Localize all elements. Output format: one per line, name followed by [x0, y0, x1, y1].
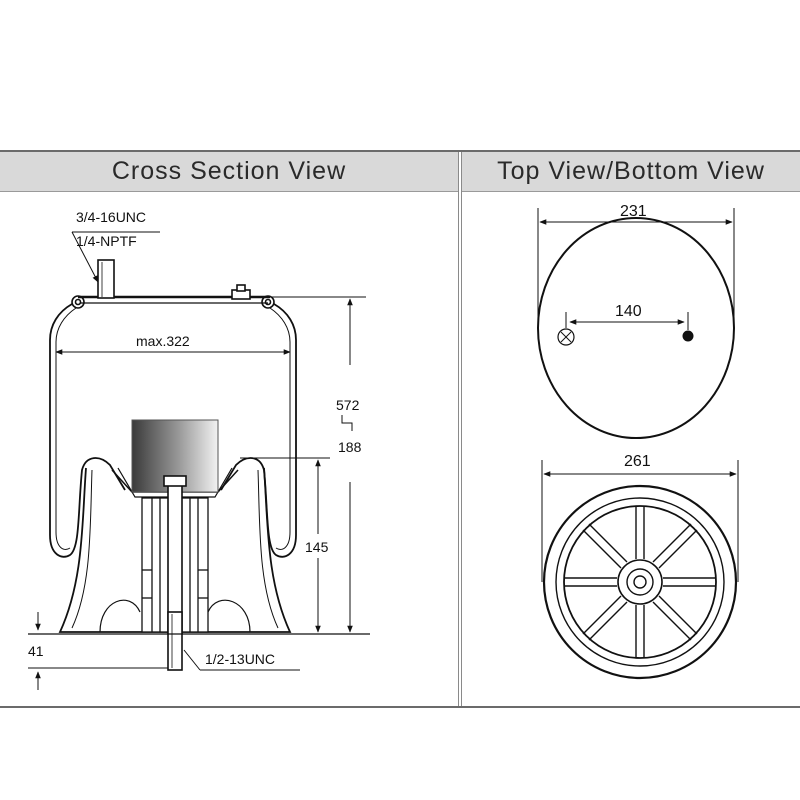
air-port-marker: [557, 328, 575, 346]
thread-top-a-label: 3/4-16UNC: [76, 209, 146, 225]
thread-bottom-label: 1/2-13UNC: [205, 651, 275, 667]
max-width-label: max.322: [136, 333, 190, 349]
cross-section-drawing: [28, 259, 370, 671]
drawing-frame: [0, 150, 800, 708]
bottom-hub: [617, 559, 663, 605]
cross-section-title: Cross Section View: [0, 152, 458, 192]
cross-section-dimensions: [28, 231, 366, 690]
piston-base-arcs: [99, 599, 251, 633]
height-max-label: 572: [336, 397, 360, 413]
cross-section-labels: 3/4-16UNC 1/4-NPTF max.322 572 188 145 4…: [28, 209, 362, 667]
hole-spacing-label: 140: [615, 303, 642, 320]
top-view-drawing: [537, 208, 735, 439]
top-bottom-view-title: Top View/Bottom View: [462, 152, 800, 192]
top-stud: [231, 284, 251, 300]
bottom-diameter-label: 261: [624, 453, 651, 470]
panel-divider: [458, 152, 462, 706]
bottom-view-drawing: [541, 460, 739, 680]
bottom-spokes: [565, 507, 715, 657]
stud-hole-marker: [682, 330, 694, 342]
air-fitting: [97, 259, 115, 299]
top-diameter-label: 231: [620, 203, 647, 220]
bellows-outline: [49, 303, 297, 558]
height-min-label: 188: [338, 439, 362, 455]
piston-height-label: 145: [305, 539, 329, 555]
stud-length-label: 41: [28, 643, 44, 659]
thread-top-b-label: 1/4-NPTF: [76, 233, 137, 249]
center-bolt: [163, 475, 187, 671]
